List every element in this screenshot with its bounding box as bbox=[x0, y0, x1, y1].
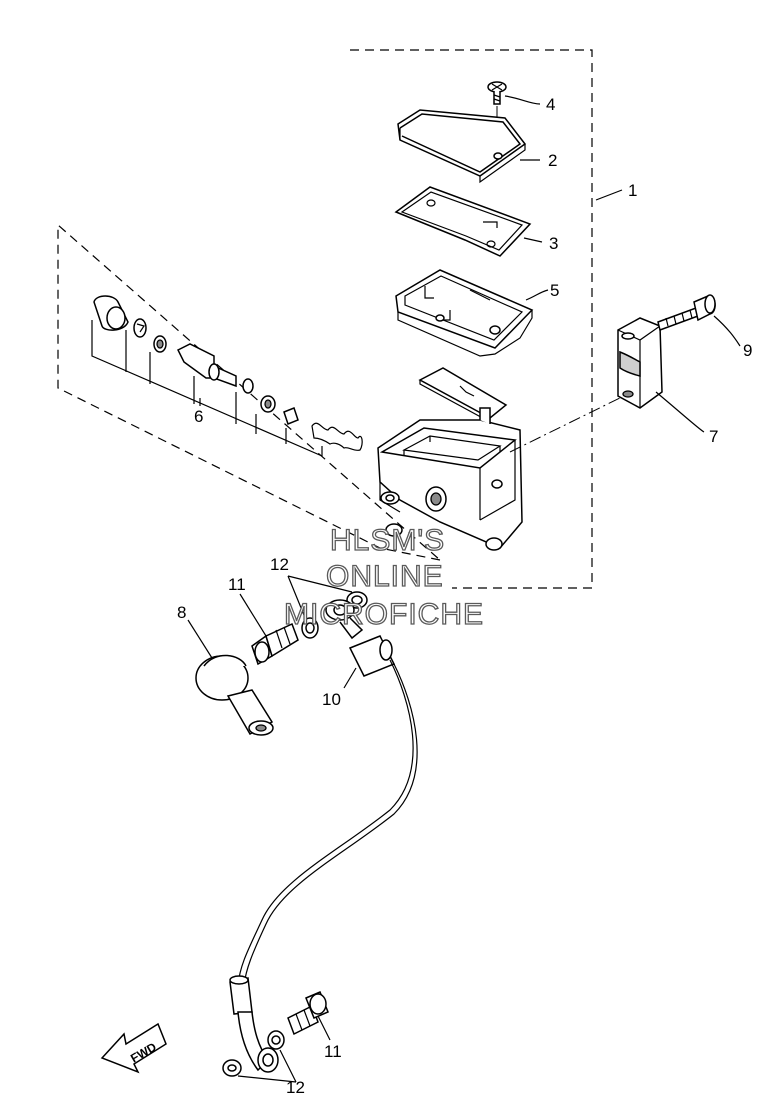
part-union-bolt-lower bbox=[287, 991, 331, 1041]
callout-8: 8 bbox=[177, 603, 186, 622]
part-master-cylinder-body bbox=[377, 407, 523, 551]
assembly-boundary bbox=[57, 49, 593, 589]
part-union-bolt-upper bbox=[239, 593, 299, 666]
callout-5: 5 bbox=[550, 281, 559, 300]
callout-12-top: 12 bbox=[270, 555, 289, 574]
callout-11-top: 11 bbox=[228, 575, 246, 594]
part-piston-kit bbox=[91, 295, 363, 457]
part-protector bbox=[418, 367, 508, 424]
callout-1: 1 bbox=[628, 181, 637, 200]
callout-numbers: 1 2 3 4 5 6 7 8 9 10 11 11 12 12 bbox=[177, 95, 752, 1097]
callout-9: 9 bbox=[743, 341, 752, 360]
watermark-line-1: HLSM'S bbox=[330, 524, 445, 557]
part-clamp bbox=[617, 317, 663, 409]
callout-11-bottom: 11 bbox=[324, 1042, 342, 1061]
fwd-arrow-icon: FWD bbox=[100, 1022, 167, 1074]
part-reservoir-cap bbox=[397, 109, 527, 184]
watermark-line-2: ONLINE bbox=[326, 560, 444, 593]
watermark: HLSM'S ONLINE MICROFICHE bbox=[283, 523, 484, 631]
leader-lines bbox=[199, 95, 741, 433]
callout-6: 6 bbox=[194, 407, 203, 426]
part-diaphragm-plate bbox=[394, 186, 532, 257]
part-clamp-bolt bbox=[657, 294, 716, 331]
callout-4: 4 bbox=[546, 95, 555, 114]
watermark-line-3: MICROFICHE bbox=[284, 598, 484, 631]
callout-12-bottom: 12 bbox=[286, 1078, 305, 1097]
part-diaphragm bbox=[395, 269, 534, 357]
callout-3: 3 bbox=[549, 234, 558, 253]
callout-7: 7 bbox=[709, 427, 718, 446]
callout-2: 2 bbox=[548, 151, 557, 170]
callout-10: 10 bbox=[322, 690, 341, 709]
part-boot bbox=[187, 619, 274, 736]
part-brake-hose bbox=[229, 599, 418, 1073]
leader-body-to-clamp bbox=[509, 393, 629, 453]
part-washers-lower bbox=[222, 1030, 297, 1083]
